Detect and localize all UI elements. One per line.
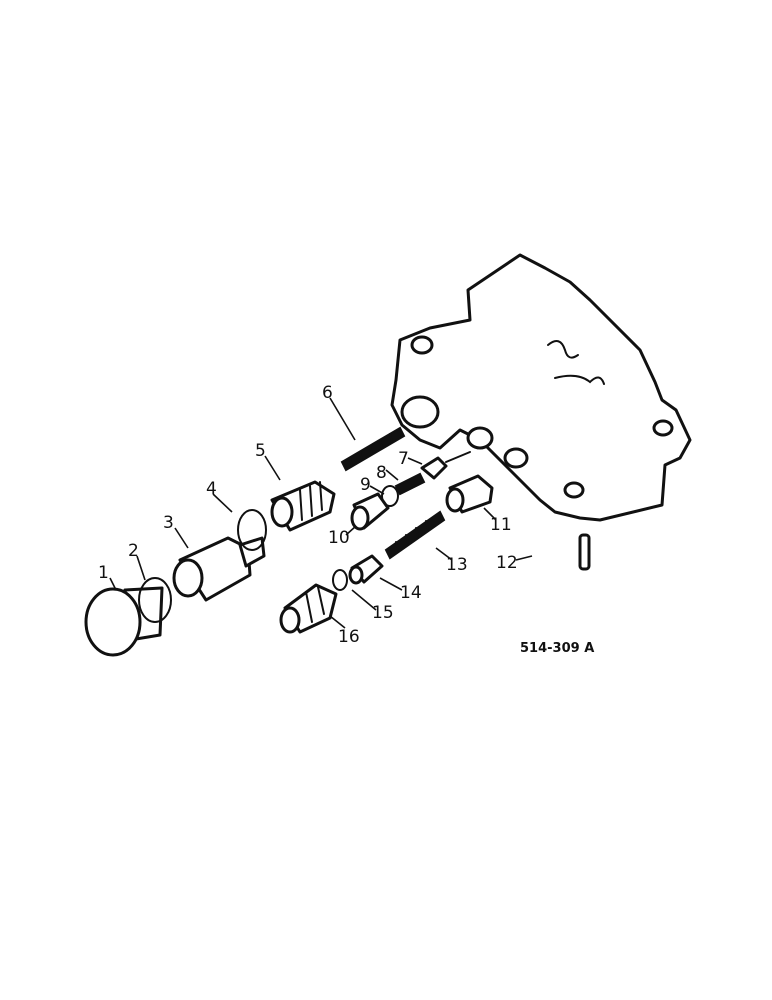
part-poppet xyxy=(420,451,471,480)
callout-16: 16 xyxy=(338,627,360,647)
callout-10: 10 xyxy=(328,528,350,548)
callout-8: 8 xyxy=(376,463,387,483)
part-adjusting-screw xyxy=(270,480,336,532)
callout-11: 11 xyxy=(490,515,512,535)
callout-3: 3 xyxy=(163,513,174,533)
callout-2: 2 xyxy=(128,541,139,561)
part-o-ring-4 xyxy=(237,509,267,551)
part-pin xyxy=(578,533,591,571)
reference-code: 514-309 A xyxy=(520,641,594,656)
part-spring-8 xyxy=(394,472,426,496)
part-o-ring-15 xyxy=(332,569,348,591)
callout-14: 14 xyxy=(400,583,422,603)
valve-body-housing xyxy=(390,253,692,522)
callout-5: 5 xyxy=(255,441,266,461)
callout-9: 9 xyxy=(360,475,371,495)
part-fitting xyxy=(279,583,338,634)
leader-lines xyxy=(109,397,533,629)
part-valve-cartridge xyxy=(172,536,266,602)
part-cap xyxy=(84,586,164,657)
part-o-ring-2 xyxy=(138,577,172,623)
callout-12: 12 xyxy=(496,553,518,573)
callout-6: 6 xyxy=(322,383,333,403)
part-plug xyxy=(445,474,494,514)
part-poppet-14 xyxy=(348,554,384,585)
part-seat xyxy=(350,492,390,531)
callout-4: 4 xyxy=(206,479,217,499)
callout-1: 1 xyxy=(98,563,109,583)
callout-13: 13 xyxy=(446,555,468,575)
part-spring-13 xyxy=(384,510,446,560)
callout-7: 7 xyxy=(398,449,409,469)
part-o-ring-9 xyxy=(381,485,399,507)
callout-15: 15 xyxy=(372,603,394,623)
callout-labels: 1 2 3 4 5 6 7 8 9 10 11 12 13 14 15 16 xyxy=(98,383,518,647)
part-spring-6 xyxy=(340,426,406,472)
